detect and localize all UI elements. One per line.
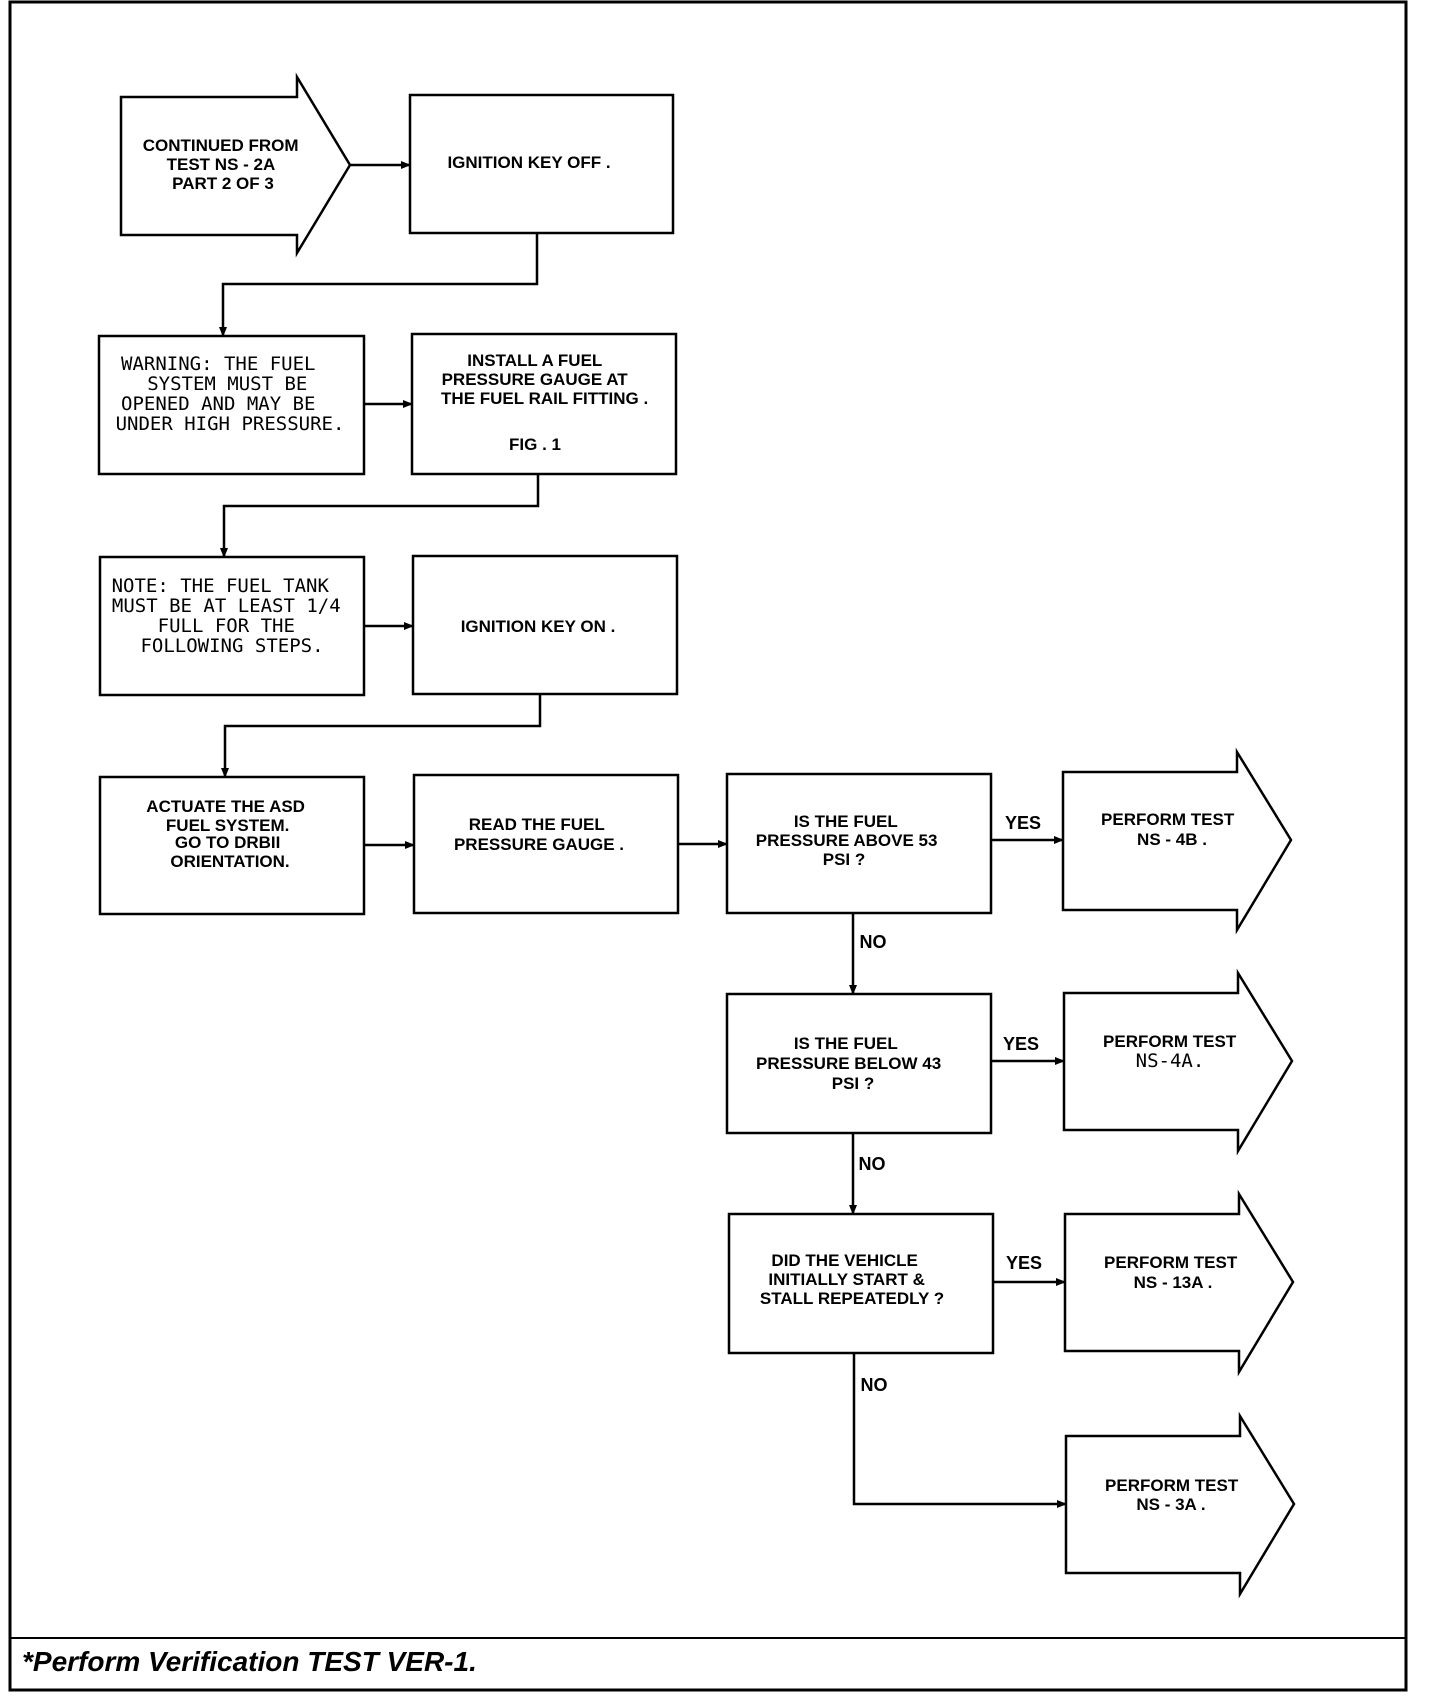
install-line-4: FIG . 1	[509, 435, 561, 454]
stall-line-3: STALL REPEATEDLY ?	[760, 1289, 944, 1308]
actuate-line-1: ACTUATE THE ASD	[146, 797, 305, 816]
actuate-line-2: FUEL SYSTEM.	[166, 816, 289, 835]
start-line-2: TEST NS - 2A	[167, 155, 275, 174]
warning-box: WARNING: THE FUEL SYSTEM MUST BE OPENED …	[97, 334, 366, 476]
start-line-3: PART 2 OF 3	[172, 174, 274, 193]
decision-stall-box: DID THE VEHICLE INITIALLY START & STALL …	[727, 1212, 995, 1355]
note-line-2: MUST BE AT LEAST 1/4	[112, 595, 341, 617]
svg-text:CONTINUED FROM TEST NS -: CONTINUED FROM TEST NS - 2A PART 2 OF 3	[143, 136, 304, 193]
svg-text:PERFORM TEST NS-4A.: PERFORM TEST NS-4A.	[1103, 1032, 1241, 1072]
yes-label-1: YES	[1005, 813, 1041, 833]
decision-above-53-box: IS THE FUEL PRESSURE ABOVE 53 PSI ?	[725, 772, 993, 915]
install-line-1: INSTALL A FUEL	[467, 351, 602, 370]
read-line-1: READ THE FUEL	[469, 815, 605, 834]
svg-text:INSTALL A FUEL PRESSURE: INSTALL A FUEL PRESSURE GAUGE AT THE FUE…	[441, 351, 653, 454]
start-continued-from-arrow: CONTINUED FROM TEST NS - 2A PART 2 OF 3	[119, 72, 352, 258]
read-gauge-box: READ THE FUEL PRESSURE GAUGE .	[412, 773, 680, 915]
result-4a-line-2: NS-4A.	[1136, 1050, 1205, 1072]
below-line-1: IS THE FUEL	[794, 1034, 898, 1053]
below-line-3: PSI ?	[832, 1074, 875, 1093]
result-4b-line-1: PERFORM TEST	[1101, 810, 1235, 829]
no-label-2: NO	[859, 1154, 886, 1174]
svg-text:PERFORM TEST NS - 3A .: PERFORM TEST NS - 3A .	[1105, 1476, 1243, 1514]
result-4b-line-2: NS - 4B .	[1137, 830, 1207, 849]
result-ns-3a-arrow: PERFORM TEST NS - 3A .	[1064, 1411, 1296, 1599]
svg-text:WARNING: THE FUEL SYSTEM: WARNING: THE FUEL SYSTEM MUST BE OPENED …	[116, 353, 345, 435]
footer-note: *Perform Verification TEST VER-1.	[22, 1646, 477, 1677]
note-line-3: FULL FOR THE	[158, 615, 295, 637]
note-line-1: NOTE: THE FUEL TANK	[112, 575, 330, 597]
yes-label-2: YES	[1003, 1034, 1039, 1054]
connectors	[219, 161, 1067, 1508]
warning-line-4: UNDER HIGH PRESSURE.	[116, 413, 345, 435]
no-label-3: NO	[861, 1375, 888, 1395]
ignition-off-line-1: IGNITION KEY OFF .	[447, 153, 610, 172]
result-4a-line-1: PERFORM TEST	[1103, 1032, 1237, 1051]
svg-text:IGNITION KEY OFF .: IGNITION KEY OFF .	[447, 153, 610, 172]
install-line-3: THE FUEL RAIL FITTING .	[441, 389, 648, 408]
note-box: NOTE: THE FUEL TANK MUST BE AT LEAST 1/4…	[98, 555, 366, 697]
install-gauge-box: INSTALL A FUEL PRESSURE GAUGE AT THE FUE…	[410, 332, 678, 476]
page-border	[8, 0, 1408, 1692]
above-line-3: PSI ?	[823, 850, 866, 869]
warning-line-3: OPENED AND MAY BE	[121, 393, 315, 415]
svg-text:NOTE: THE FUEL TANK MUST: NOTE: THE FUEL TANK MUST BE AT LEAST 1/4…	[112, 575, 353, 657]
svg-text:ACTUATE THE ASD FUEL SYS: ACTUATE THE ASD FUEL SYSTEM. GO TO DRBII…	[146, 797, 309, 871]
svg-text:IGNITION KEY ON .: IGNITION KEY ON .	[461, 617, 616, 636]
actuate-line-3: GO TO DRBII	[175, 833, 280, 852]
result-13a-line-1: PERFORM TEST	[1104, 1253, 1238, 1272]
svg-text:IS THE FUEL PRESSURE BEL: IS THE FUEL PRESSURE BELOW 43 PSI ?	[756, 1034, 946, 1093]
result-ns-13a-arrow: PERFORM TEST NS - 13A .	[1063, 1189, 1295, 1377]
stall-line-1: DID THE VEHICLE	[771, 1251, 917, 1270]
actuate-asd-box: ACTUATE THE ASD FUEL SYSTEM. GO TO DRBII…	[98, 775, 366, 916]
svg-text:DID THE VEHICLE INITIALL: DID THE VEHICLE INITIALLY START & STALL …	[760, 1251, 944, 1308]
svg-text:PERFORM TEST NS - 4B .: PERFORM TEST NS - 4B .	[1101, 810, 1239, 849]
read-line-2: PRESSURE GAUGE .	[454, 835, 624, 854]
ignition-on-line-1: IGNITION KEY ON .	[461, 617, 616, 636]
result-3a-line-1: PERFORM TEST	[1105, 1476, 1239, 1495]
install-line-2: PRESSURE GAUGE AT	[442, 370, 629, 389]
note-line-4: FOLLOWING STEPS.	[140, 635, 323, 657]
stall-line-2: INITIALLY START &	[768, 1270, 924, 1289]
result-ns-4a-arrow: PERFORM TEST NS-4A.	[1062, 968, 1294, 1156]
above-line-2: PRESSURE ABOVE 53	[756, 831, 938, 850]
result-13a-line-2: NS - 13A .	[1134, 1273, 1213, 1292]
below-line-2: PRESSURE BELOW 43	[756, 1054, 941, 1073]
start-line-1: CONTINUED FROM	[143, 136, 299, 155]
actuate-line-4: ORIENTATION.	[170, 852, 289, 871]
result-ns-4b-arrow: PERFORM TEST NS - 4B .	[1061, 747, 1293, 935]
above-line-1: IS THE FUEL	[794, 812, 898, 831]
svg-text:READ THE FUEL PRESSURE G: READ THE FUEL PRESSURE GAUGE .	[454, 815, 624, 854]
svg-text:IS THE FUEL PRESSURE ABO: IS THE FUEL PRESSURE ABOVE 53 PSI ?	[756, 812, 942, 869]
no-label-1: NO	[860, 932, 887, 952]
result-3a-line-2: NS - 3A .	[1136, 1495, 1205, 1514]
svg-text:PERFORM TEST NS - 13A .: PERFORM TEST NS - 13A .	[1104, 1253, 1242, 1292]
warning-line-2: SYSTEM MUST BE	[147, 373, 307, 395]
ignition-key-off-box: IGNITION KEY OFF .	[408, 93, 675, 235]
ignition-key-on-box: IGNITION KEY ON .	[411, 554, 679, 696]
warning-line-1: WARNING: THE FUEL	[121, 353, 315, 375]
yes-label-3: YES	[1006, 1253, 1042, 1273]
decision-below-43-box: IS THE FUEL PRESSURE BELOW 43 PSI ?	[725, 992, 993, 1135]
